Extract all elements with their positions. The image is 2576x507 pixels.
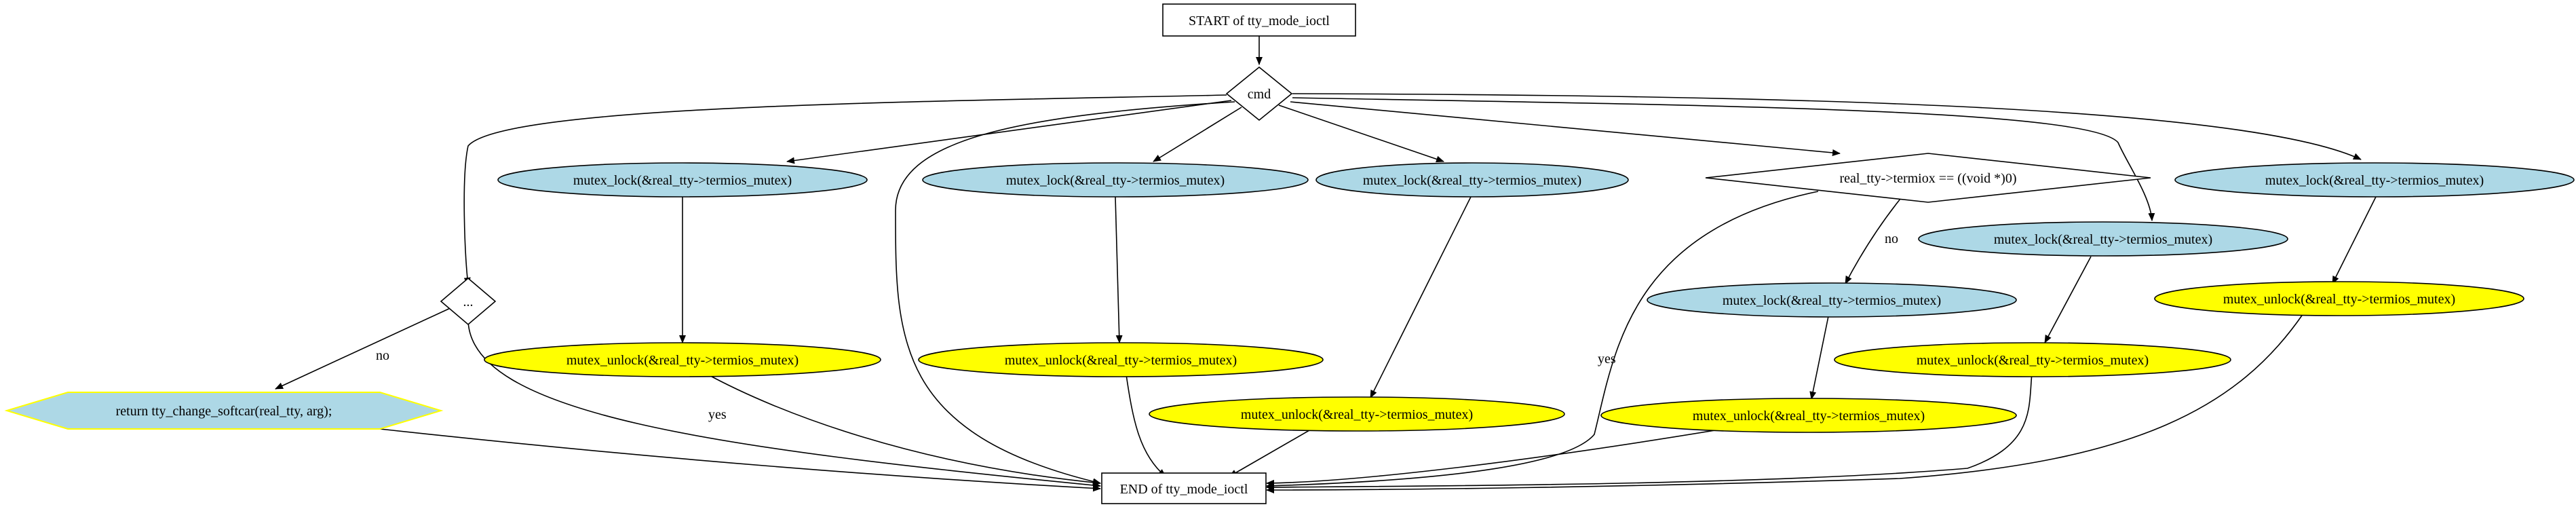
edge-label-termiox-yes: yes	[1598, 352, 1616, 367]
termiox-label: real_tty->termiox == ((void *)0)	[1840, 171, 2017, 186]
edge-unlock1-end	[705, 373, 1101, 486]
lock1-label: mutex_lock(&real_tty->termios_mutex)	[573, 173, 792, 188]
unlock6-node: mutex_unlock(&real_tty->termios_mutex)	[2154, 281, 2524, 316]
edges	[275, 36, 2377, 493]
unlock3-node: mutex_unlock(&real_tty->termios_mutex)	[1149, 396, 1565, 432]
lock5-label: mutex_lock(&real_tty->termios_mutex)	[1994, 232, 2212, 247]
unlock2-node: mutex_unlock(&real_tty->termios_mutex)	[918, 342, 1324, 377]
edge-unlock5-end	[1266, 373, 2033, 491]
start-node: START of tty_mode_ioctl	[1162, 3, 1356, 37]
end-node: END of tty_mode_ioctl	[1101, 472, 1267, 504]
dots-decision-node: ...	[440, 277, 497, 326]
termiox-decision-node: real_tty->termiox == ((void *)0)	[1705, 153, 2151, 203]
edge-unlock6-end	[1266, 313, 2304, 493]
edge-cmd-lock6	[1292, 93, 2362, 160]
return-softcar-label: return tty_change_softcar(real_tty, arg)…	[116, 404, 332, 419]
edge-unlock2-end	[1126, 374, 1166, 477]
unlock5-label: mutex_unlock(&real_tty->termios_mutex)	[1917, 353, 2149, 368]
edge-lock4-unlock4	[1809, 316, 1829, 400]
lock4-label: mutex_lock(&real_tty->termios_mutex)	[1723, 293, 1941, 308]
lock2-label: mutex_lock(&real_tty->termios_mutex)	[1006, 173, 1225, 188]
unlock6-label: mutex_unlock(&real_tty->termios_mutex)	[2223, 292, 2455, 307]
unlock5-node: mutex_unlock(&real_tty->termios_mutex)	[1834, 342, 2231, 377]
edge-return-end	[379, 428, 1101, 492]
unlock1-label: mutex_unlock(&real_tty->termios_mutex)	[566, 353, 799, 368]
lock1-node: mutex_lock(&real_tty->termios_mutex)	[497, 162, 868, 198]
edge-label-dots-yes: yes	[708, 407, 727, 422]
cmd-label: cmd	[1248, 87, 1271, 102]
lock5-node: mutex_lock(&real_tty->termios_mutex)	[1918, 221, 2288, 257]
edge-cmd-end	[895, 101, 1235, 485]
edge-cmd-termiox	[1290, 101, 1841, 156]
edge-unlock4-end	[1266, 428, 1724, 487]
lock4-node: mutex_lock(&real_tty->termios_mutex)	[1647, 282, 2017, 318]
lock2-node: mutex_lock(&real_tty->termios_mutex)	[922, 162, 1309, 198]
lock6-label: mutex_lock(&real_tty->termios_mutex)	[2265, 173, 2484, 188]
edge-cmd-lock3	[1278, 105, 1444, 163]
return-softcar-node: return tty_change_softcar(real_tty, arg)…	[4, 392, 444, 430]
edge-lock6-unlock6	[2332, 196, 2377, 284]
edge-cmd-lock2	[1153, 107, 1242, 162]
unlock4-label: mutex_unlock(&real_tty->termios_mutex)	[1693, 409, 1925, 424]
start-label: START of tty_mode_ioctl	[1189, 14, 1330, 29]
cmd-decision-node: cmd	[1225, 66, 1293, 121]
unlock3-label: mutex_unlock(&real_tty->termios_mutex)	[1241, 407, 1473, 422]
unlock2-label: mutex_unlock(&real_tty->termios_mutex)	[1005, 353, 1237, 368]
edge-cmd-lock5	[1292, 97, 2155, 221]
edge-label-termiox-no: no	[1885, 231, 1898, 246]
edge-unlock3-end	[1229, 430, 1310, 477]
lock6-node: mutex_lock(&real_tty->termios_mutex)	[2174, 162, 2575, 198]
dots-label: ...	[463, 295, 474, 309]
edge-dots-return	[275, 306, 454, 390]
edge-termiox-end	[1266, 191, 1819, 489]
edge-lock3-unlock3	[1370, 196, 1472, 398]
lock3-label: mutex_lock(&real_tty->termios_mutex)	[1363, 173, 1581, 188]
edge-dots-end	[467, 318, 1101, 489]
unlock4-node: mutex_unlock(&real_tty->termios_mutex)	[1600, 398, 2017, 433]
edge-label-dots-no: no	[376, 348, 389, 363]
edge-cmd-lock1	[786, 100, 1232, 164]
edge-labels: no yes no yes	[376, 231, 1898, 422]
edge-termiox-lock4	[1845, 191, 1907, 284]
edge-lock5-unlock5	[2044, 256, 2092, 343]
edge-cmd-dots	[463, 94, 1227, 286]
edge-lock2-unlock2	[1115, 196, 1123, 343]
unlock1-node: mutex_unlock(&real_tty->termios_mutex)	[484, 342, 881, 377]
end-label: END of tty_mode_ioctl	[1120, 482, 1248, 497]
lock3-node: mutex_lock(&real_tty->termios_mutex)	[1315, 162, 1629, 198]
